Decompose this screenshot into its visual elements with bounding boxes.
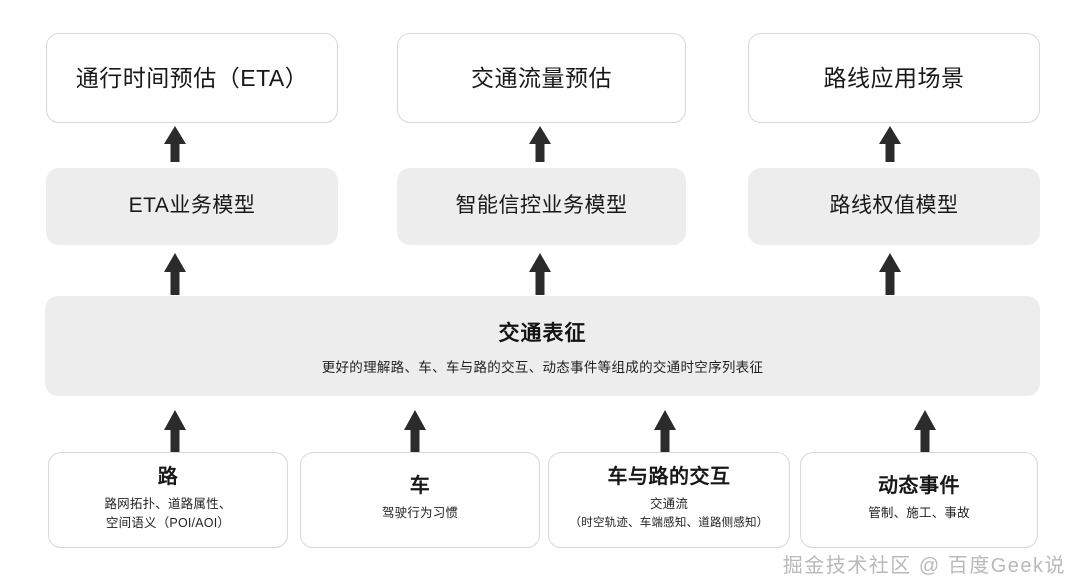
source-title: 车 xyxy=(409,475,431,498)
source-title: 动态事件 xyxy=(878,475,960,498)
source-box-dynamic-events: 动态事件 管制、施工、事故 xyxy=(800,452,1038,548)
scenario-title: 路线应用场景 xyxy=(823,64,965,91)
source-box-road: 路 路网拓扑、道路属性、 空间语义（POI/AOI） xyxy=(48,452,288,548)
source-box-vehicle: 车 驾驶行为习惯 xyxy=(300,452,540,548)
model-box-route-weight: 路线权值模型 xyxy=(748,168,1040,245)
source-title: 路 xyxy=(157,465,179,488)
source-subtitle-line: 交通流 xyxy=(649,497,689,512)
model-title: ETA业务模型 xyxy=(128,194,256,218)
scenario-box-eta: 通行时间预估（ETA） xyxy=(46,33,338,123)
representation-band: 交通表征 更好的理解路、车、车与路的交互、动态事件等组成的交通时空序列表征 xyxy=(45,296,1040,396)
representation-title: 交通表征 xyxy=(498,321,587,345)
source-subtitle-line: （时空轨迹、车端感知、道路侧感知） xyxy=(569,516,769,529)
arrow-up-icon xyxy=(652,410,678,452)
arrow-up-icon xyxy=(162,126,188,162)
scenario-box-route: 路线应用场景 xyxy=(748,33,1040,123)
source-subtitle: 路网拓扑、道路属性、 空间语义（POI/AOI） xyxy=(104,495,231,534)
arrow-up-icon xyxy=(162,253,188,295)
model-box-eta: ETA业务模型 xyxy=(46,168,338,245)
representation-subtitle: 更好的理解路、车、车与路的交互、动态事件等组成的交通时空序列表征 xyxy=(321,359,764,375)
source-title: 车与路的交互 xyxy=(607,466,731,489)
arrow-up-icon xyxy=(402,410,428,452)
source-subtitle-line: 管制、施工、事故 xyxy=(868,506,970,521)
scenario-title: 交通流量预估 xyxy=(471,64,612,91)
model-title: 路线权值模型 xyxy=(829,194,959,218)
arrow-up-icon xyxy=(877,126,903,162)
source-box-vehicle-road-interaction: 车与路的交互 交通流 （时空轨迹、车端感知、道路侧感知） xyxy=(548,452,790,548)
source-subtitle: 交通流 （时空轨迹、车端感知、道路侧感知） xyxy=(570,495,769,532)
source-subtitle-line: 驾驶行为习惯 xyxy=(381,506,459,521)
scenario-title: 通行时间预估（ETA） xyxy=(75,64,309,91)
source-subtitle: 驾驶行为习惯 xyxy=(382,504,458,523)
arrow-up-icon xyxy=(527,253,553,295)
arrow-up-icon xyxy=(912,410,938,452)
source-subtitle-line: 路网拓扑、道路属性、 xyxy=(104,496,232,511)
arrow-up-icon xyxy=(527,126,553,162)
scenario-box-traffic-flow: 交通流量预估 xyxy=(397,33,686,123)
model-title: 智能信控业务模型 xyxy=(455,194,628,218)
arrow-up-icon xyxy=(162,410,188,452)
watermark-text: 掘金技术社区 @ 百度Geek说 xyxy=(782,555,1066,577)
arrow-up-icon xyxy=(877,253,903,295)
source-subtitle: 管制、施工、事故 xyxy=(868,504,970,523)
model-box-signal-control: 智能信控业务模型 xyxy=(397,168,686,245)
source-subtitle-line: 空间语义（POI/AOI） xyxy=(105,516,231,530)
